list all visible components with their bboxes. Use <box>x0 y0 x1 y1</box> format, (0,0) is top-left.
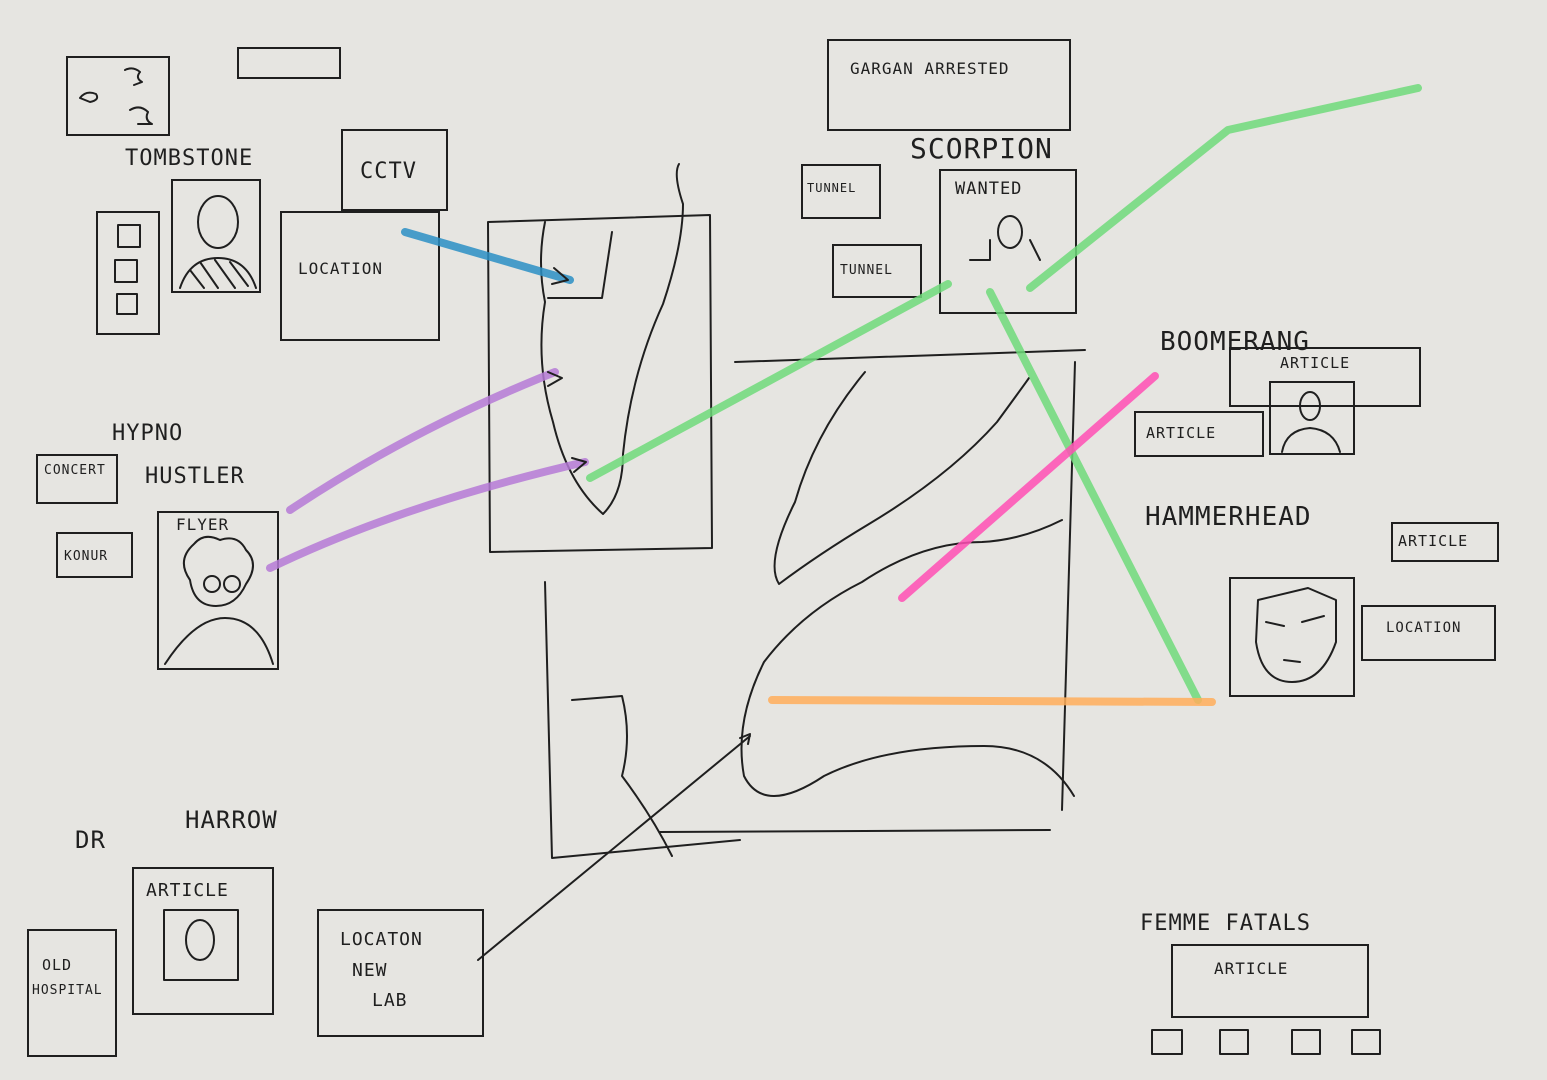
boomerang-name: BOOMERANG <box>1160 327 1310 357</box>
svg-text:CCTV: CCTV <box>360 159 417 184</box>
door-icon <box>117 224 141 248</box>
svg-text:ARTICLE: ARTICLE <box>1280 354 1350 372</box>
svg-text:ARTICLE: ARTICLE <box>1146 424 1216 442</box>
hypno-small-card: KONUR <box>56 532 133 578</box>
svg-text:WANTED: WANTED <box>955 179 1022 199</box>
svg-text:NEW: NEW <box>352 960 388 981</box>
central-map-bottom <box>544 349 1086 859</box>
femme-fatales-doors <box>1151 1029 1381 1055</box>
tombstone-portrait <box>171 179 261 293</box>
svg-text:LAB: LAB <box>372 990 408 1011</box>
boomerang-article-card-2: ARTICLE <box>1134 411 1264 457</box>
scorpion-name: SCORPION <box>910 132 1053 165</box>
scorpion-wanted-card: WANTED <box>939 169 1077 314</box>
portrait-icon <box>997 215 1023 249</box>
svg-text:ARTICLE: ARTICLE <box>1398 532 1468 550</box>
door-icon <box>1351 1029 1381 1055</box>
boomerang-link <box>898 372 1159 602</box>
harrow-old-hospital-card: OLD HOSPITAL <box>27 929 117 1057</box>
arrowhead-mid <box>547 371 563 387</box>
harrow-name-line2: HARROW <box>185 806 278 834</box>
boomerang-article-card-1: ARTICLE <box>1229 347 1421 407</box>
arrowhead-top <box>551 267 569 285</box>
harrow-lab-arrow <box>477 733 751 961</box>
hammerhead-location-card: LOCATION <box>1361 605 1496 661</box>
svg-text:ARTICLE: ARTICLE <box>146 880 229 901</box>
gargan-arrested-card: GARGAN ARRESTED <box>827 39 1071 131</box>
hypno-concert-card: CONCERT <box>36 454 118 504</box>
scorpion-hammerhead-link <box>986 288 1202 704</box>
svg-text:HOSPITAL: HOSPITAL <box>32 983 103 998</box>
svg-text:GARGAN ARRESTED: GARGAN ARRESTED <box>850 59 1010 78</box>
svg-text:CONCERT: CONCERT <box>44 463 106 478</box>
portrait-icon <box>1299 391 1321 421</box>
harrow-new-lab-card: LOCATON NEW LAB <box>317 909 484 1037</box>
svg-text:ARTICLE: ARTICLE <box>1214 959 1288 978</box>
door-icon <box>114 259 138 283</box>
door-icon <box>1291 1029 1321 1055</box>
scorpion-tunnel-card-1: TUNNEL <box>801 164 881 219</box>
scorpion-tunnel-card-2: TUNNEL <box>832 244 922 298</box>
central-map-top <box>487 163 713 553</box>
hypno-flyer-card: FLYER <box>157 511 279 670</box>
map-sketch-icon <box>79 67 153 125</box>
svg-text:TUNNEL: TUNNEL <box>807 181 856 195</box>
hammerhead-link <box>768 696 1216 706</box>
tombstone-name: TOMBSTONE <box>125 146 253 171</box>
tombstone-location-card: LOCATION <box>280 211 440 341</box>
portrait-icon <box>1255 587 1337 683</box>
svg-text:LOCATION: LOCATION <box>298 259 383 278</box>
hammerhead-name: HAMMERHEAD <box>1145 502 1312 532</box>
hammerhead-portrait <box>1229 577 1355 697</box>
harrow-name-line1: DR <box>75 826 106 854</box>
door-icon <box>116 293 138 315</box>
portrait-icon <box>197 195 239 249</box>
svg-text:KONUR: KONUR <box>64 549 108 564</box>
harrow-article-card: ARTICLE <box>132 867 274 1015</box>
svg-text:LOCATION: LOCATION <box>1386 620 1461 636</box>
boomerang-portrait <box>1269 381 1355 455</box>
arrowhead-low <box>571 457 587 473</box>
door-icon <box>1151 1029 1183 1055</box>
blank-tag <box>237 47 341 79</box>
hypno-concert-link <box>286 368 559 514</box>
hypno-name-line2: HUSTLER <box>145 464 245 489</box>
tombstone-location-link <box>401 228 574 284</box>
map-card <box>66 56 170 136</box>
portrait-icon <box>185 919 215 961</box>
hammerhead-article-card: ARTICLE <box>1391 522 1499 562</box>
svg-text:OLD: OLD <box>42 956 72 974</box>
connections <box>266 84 1422 961</box>
svg-text:TUNNEL: TUNNEL <box>840 263 893 278</box>
scorpion-tunnel-link <box>586 280 952 482</box>
hypno-name-line1: HYPNO <box>112 421 183 446</box>
svg-text:FLYER: FLYER <box>176 515 229 534</box>
svg-text:LOCATON: LOCATON <box>340 929 423 950</box>
scorpion-wanted-link <box>1026 84 1422 292</box>
femme-fatales-name: FEMME FATALS <box>1140 911 1311 936</box>
tombstone-doors-card <box>96 211 160 335</box>
portrait-icon <box>183 535 254 607</box>
tombstone-cctv-card: CCTV <box>341 129 448 211</box>
door-icon <box>1219 1029 1249 1055</box>
femme-fatales-article-card: ARTICLE <box>1171 944 1369 1018</box>
hypno-flyer-link <box>266 458 589 572</box>
